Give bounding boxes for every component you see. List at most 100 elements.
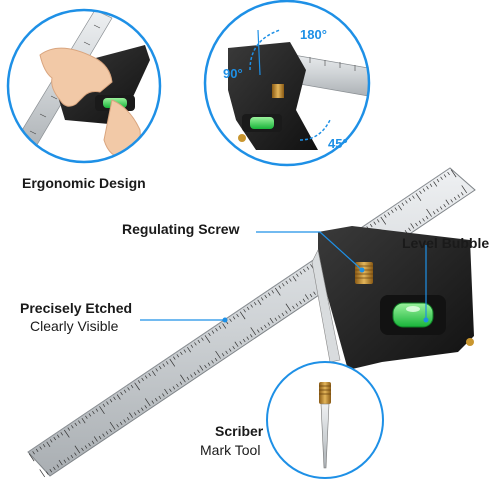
- ruler-tick: [116, 424, 119, 428]
- ruler-tick: [239, 311, 246, 320]
- ruler-tick: [211, 360, 214, 364]
- ruler-tick: [151, 370, 156, 376]
- ruler-tick: [93, 436, 98, 442]
- ruler-tick: [299, 301, 302, 305]
- ruler-tick: [271, 290, 275, 294]
- regulating-screw: [355, 262, 373, 284]
- inset2-screw: [272, 84, 284, 98]
- ruler-tick: [292, 275, 297, 282]
- ruler-tick: [105, 431, 109, 435]
- ruler-tick: [176, 354, 180, 358]
- ruler-tick: [289, 278, 292, 282]
- ruler-tick: [88, 413, 92, 417]
- level-bubble-label: Level Bubble: [402, 235, 490, 251]
- ruler-tick: [109, 399, 113, 403]
- ruler-tick: [253, 301, 257, 306]
- ruler-tick: [309, 293, 313, 298]
- ruler-tick: [60, 432, 64, 436]
- scriber-label: Scriber: [215, 423, 264, 439]
- ruler-tick: [282, 283, 285, 287]
- ruler-tick: [74, 445, 81, 454]
- callout-lines: [140, 231, 427, 321]
- ruler-tick: [32, 451, 35, 455]
- ruler-tick: [193, 372, 197, 376]
- hand: [39, 47, 113, 107]
- ruler-tick: [113, 396, 116, 400]
- ruler-tick: [144, 398, 151, 407]
- ruler-tick: [58, 459, 63, 466]
- clearly-visible-label: Clearly Visible: [30, 318, 119, 334]
- ruler-tick: [141, 377, 144, 382]
- ruler-tick: [394, 207, 398, 211]
- ruler-tick: [92, 410, 95, 415]
- ruler-tick: [186, 376, 190, 381]
- level-bubble-vial: [392, 302, 434, 328]
- ruler-tick: [194, 342, 197, 346]
- ruler-tick: [201, 337, 204, 341]
- ruler-tick: [144, 405, 148, 409]
- ruler-tick: [303, 268, 306, 273]
- ruler-tick: [85, 415, 88, 419]
- ruler-tick: [102, 433, 105, 437]
- ruler-tick: [461, 185, 468, 194]
- ruler-tick: [443, 174, 447, 178]
- ruler-tick: [384, 214, 387, 218]
- ruler-tick: [78, 420, 81, 424]
- ruler-tick: [172, 386, 176, 390]
- ruler-tick: [56, 434, 60, 438]
- ruler-tick: [53, 436, 56, 441]
- ruler-tick: [133, 412, 137, 416]
- ruler-tick: [401, 202, 405, 206]
- ruler-tick: [274, 317, 278, 321]
- ruler-tick: [155, 398, 158, 402]
- ruler-tick: [165, 361, 169, 365]
- ruler-tick: [49, 439, 53, 443]
- ruler-tick: [285, 310, 288, 314]
- ruler-tick: [450, 169, 457, 178]
- ruler-tick: [49, 469, 53, 473]
- ruler-tick: [126, 416, 130, 421]
- ruler-tick: [313, 291, 316, 295]
- ruler-tick: [264, 294, 267, 299]
- ruler-tick: [405, 200, 408, 204]
- ruler-tick: [410, 223, 415, 229]
- ruler-tick: [214, 357, 218, 362]
- ruler-tick: [218, 325, 222, 329]
- ruler-tick: [67, 427, 71, 431]
- main-head: [311, 226, 474, 370]
- ruler-tick: [28, 453, 35, 462]
- ruler-tick: [373, 221, 376, 225]
- inset2-level-vial: [250, 117, 274, 129]
- ruler-tick: [246, 336, 250, 340]
- ruler-tick: [99, 406, 105, 414]
- ruler-tick: [422, 188, 426, 192]
- angle-180-label: 180°: [300, 27, 327, 42]
- ruler-tick: [173, 356, 176, 360]
- ruler-tick: [380, 216, 387, 225]
- ruler-tick: [158, 395, 162, 399]
- ruler-tick: [232, 316, 236, 320]
- ruler-tick: [180, 374, 186, 383]
- ruler-tick: [243, 309, 246, 313]
- ruler-tick: [221, 353, 225, 357]
- ruler-tick: [53, 466, 56, 470]
- ruler-tick: [439, 206, 443, 210]
- ruler-tick: [140, 407, 144, 411]
- ruler-tick: [119, 421, 123, 426]
- ruler-tick: [236, 313, 239, 318]
- ruler-tick: [304, 294, 309, 300]
- ruler-tick: [42, 443, 46, 448]
- ruler-tick: [249, 334, 253, 338]
- ruler-tick: [74, 422, 78, 426]
- ruler-tick: [453, 196, 457, 201]
- ruler-tick: [285, 280, 289, 284]
- ruler-tick: [246, 306, 250, 311]
- ruler-tick: [257, 329, 260, 333]
- ruler-tick: [408, 227, 411, 231]
- ruler-tick: [67, 457, 70, 461]
- ruler-tick: [267, 322, 271, 326]
- ruler-tick: [91, 440, 95, 444]
- ruler-tick: [433, 181, 438, 187]
- ruler-tick: [422, 218, 425, 222]
